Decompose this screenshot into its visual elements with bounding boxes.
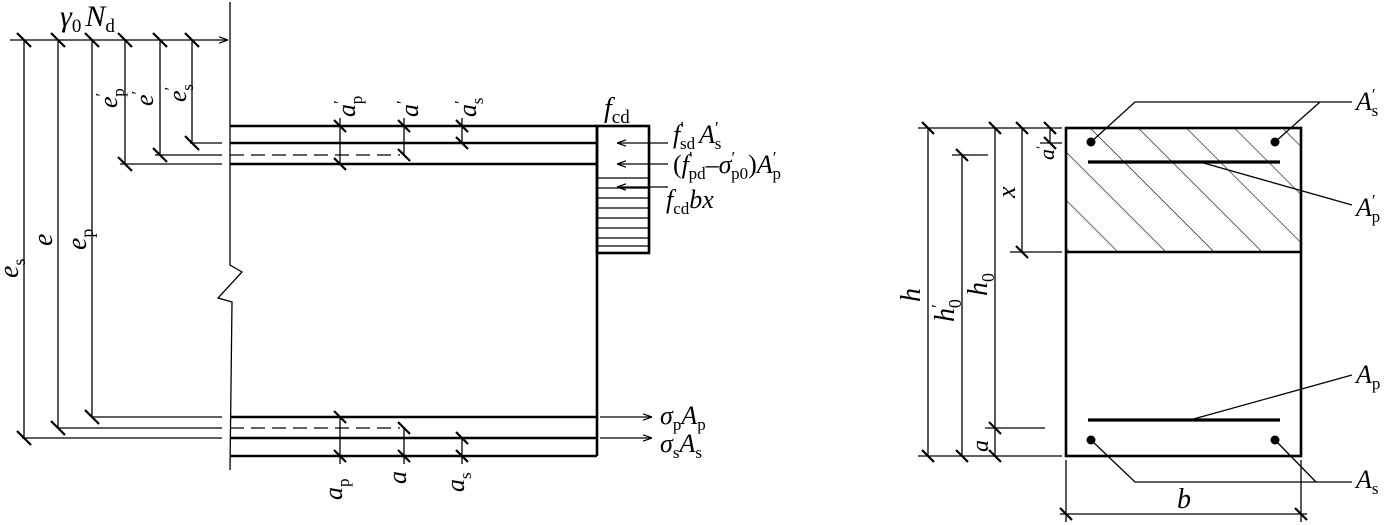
label-h0-prime: h′0 xyxy=(928,299,965,322)
leader-lines xyxy=(1090,101,1353,483)
right-cross-section-view: A′s A′p Ap As b h h′0 h0 x a′ a xyxy=(896,85,1380,522)
section-height-dimensions xyxy=(918,121,1062,463)
dimension-ticks xyxy=(16,32,200,446)
label-Ap-prime: A′p xyxy=(1354,191,1380,226)
member-outline xyxy=(230,124,599,458)
label-a-prime: a′ xyxy=(393,100,424,117)
label-x: x xyxy=(992,186,1021,199)
label-as-prime: a′s xyxy=(451,98,487,117)
bottom-offset-dimensions xyxy=(333,410,469,464)
label-h: h xyxy=(896,288,927,302)
label-fcd-stress: fcd xyxy=(604,93,630,128)
label-ap-prime: a′p xyxy=(330,96,366,117)
section-width-dimension xyxy=(1059,460,1308,522)
force-arrows xyxy=(600,143,668,438)
label-As: As xyxy=(1354,465,1379,498)
section-break-line xyxy=(216,2,244,471)
bottom-reinforcement-lines xyxy=(22,415,597,440)
label-As-prime: A′s xyxy=(1354,85,1378,120)
label-es-prime: e′s xyxy=(161,84,197,102)
label-a-prime-section: a′ xyxy=(1034,146,1059,160)
label-a-section: a xyxy=(968,440,994,452)
label-e: e xyxy=(28,234,59,246)
label-es: es xyxy=(0,259,29,278)
label-e-prime: e′ xyxy=(128,91,159,106)
label-ap: ap xyxy=(319,479,353,501)
label-ep: ep xyxy=(62,229,97,250)
top-offset-dimensions xyxy=(333,118,469,171)
top-reinforcement-lines xyxy=(120,141,597,166)
label-ep-prime: e′p xyxy=(92,88,128,108)
section-outline xyxy=(1064,126,1303,458)
label-force-prestress: (f′pd–σ′p0)A′p xyxy=(673,148,781,183)
label-force-sigma-s: σsAs xyxy=(660,429,702,462)
label-as: as xyxy=(441,472,475,492)
compression-zone-hatch xyxy=(1066,128,1301,252)
compression-stress-block xyxy=(595,124,651,255)
eccentricity-dimension-lines xyxy=(23,40,193,438)
label-Ap: Ap xyxy=(1354,360,1380,393)
label-b: b xyxy=(1177,484,1191,515)
label-force-fcdbx: fcdbx xyxy=(666,185,714,218)
label-h0: h0 xyxy=(963,273,998,296)
label-a: a xyxy=(383,471,412,484)
label-force-sigma-p: σpAp xyxy=(660,401,706,434)
